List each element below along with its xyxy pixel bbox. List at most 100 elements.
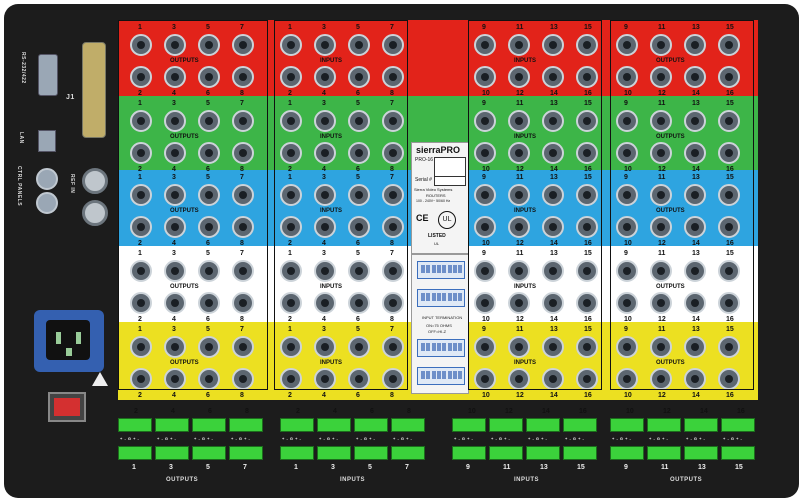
bnc-connector[interactable] xyxy=(164,260,186,282)
dip-switch-1[interactable] xyxy=(417,261,465,279)
terminal-block[interactable] xyxy=(721,418,755,432)
bnc-connector[interactable] xyxy=(348,336,370,358)
dip-switch-lever[interactable] xyxy=(431,371,436,379)
bnc-connector[interactable] xyxy=(232,260,254,282)
bnc-connector[interactable] xyxy=(348,260,370,282)
bnc-connector[interactable] xyxy=(348,184,370,206)
bnc-connector[interactable] xyxy=(616,260,638,282)
dip-switch-lever[interactable] xyxy=(458,371,463,379)
bnc-connector[interactable] xyxy=(348,142,370,164)
dip-switch-lever[interactable] xyxy=(426,293,431,301)
bnc-connector[interactable] xyxy=(130,66,152,88)
bnc-connector[interactable] xyxy=(684,336,706,358)
bnc-connector[interactable] xyxy=(232,216,254,238)
bnc-connector[interactable] xyxy=(130,142,152,164)
terminal-block[interactable] xyxy=(155,446,189,460)
bnc-connector[interactable] xyxy=(382,184,404,206)
bnc-connector[interactable] xyxy=(474,216,496,238)
bnc-connector[interactable] xyxy=(130,292,152,314)
terminal-block[interactable] xyxy=(354,446,388,460)
bnc-connector[interactable] xyxy=(280,110,302,132)
terminal-block[interactable] xyxy=(280,418,314,432)
dip-switch-lever[interactable] xyxy=(436,265,441,273)
bnc-connector[interactable] xyxy=(232,34,254,56)
bnc-connector[interactable] xyxy=(382,142,404,164)
bnc-connector[interactable] xyxy=(542,184,564,206)
bnc-connector[interactable] xyxy=(232,110,254,132)
bnc-connector[interactable] xyxy=(382,216,404,238)
dip-switch-3[interactable] xyxy=(417,339,465,357)
bnc-connector[interactable] xyxy=(130,260,152,282)
bnc-connector[interactable] xyxy=(684,292,706,314)
rs232-port[interactable] xyxy=(38,54,58,96)
bnc-connector[interactable] xyxy=(280,184,302,206)
terminal-block[interactable] xyxy=(155,418,189,432)
bnc-connector[interactable] xyxy=(616,292,638,314)
bnc-connector[interactable] xyxy=(508,292,530,314)
bnc-connector[interactable] xyxy=(348,34,370,56)
dip-switch-lever[interactable] xyxy=(447,265,452,273)
terminal-block[interactable] xyxy=(452,418,486,432)
dip-switch-lever[interactable] xyxy=(436,293,441,301)
bnc-connector[interactable] xyxy=(164,216,186,238)
bnc-connector[interactable] xyxy=(650,184,672,206)
bnc-connector[interactable] xyxy=(508,260,530,282)
bnc-connector[interactable] xyxy=(198,184,220,206)
terminal-block[interactable] xyxy=(280,446,314,460)
bnc-connector[interactable] xyxy=(130,336,152,358)
dip-switch-lever[interactable] xyxy=(426,343,431,351)
dip-switch-2[interactable] xyxy=(417,289,465,307)
bnc-connector[interactable] xyxy=(314,260,336,282)
bnc-connector[interactable] xyxy=(576,110,598,132)
bnc-connector[interactable] xyxy=(684,260,706,282)
bnc-connector[interactable] xyxy=(164,142,186,164)
bnc-connector[interactable] xyxy=(650,260,672,282)
dip-switch-lever[interactable] xyxy=(421,265,425,273)
bnc-connector[interactable] xyxy=(616,66,638,88)
bnc-connector[interactable] xyxy=(164,110,186,132)
bnc-connector[interactable] xyxy=(718,110,740,132)
terminal-block[interactable] xyxy=(452,446,486,460)
dip-switch-lever[interactable] xyxy=(436,371,441,379)
bnc-connector[interactable] xyxy=(382,292,404,314)
bnc-connector[interactable] xyxy=(382,110,404,132)
bnc-connector[interactable] xyxy=(542,292,564,314)
bnc-connector[interactable] xyxy=(650,216,672,238)
bnc-connector[interactable] xyxy=(130,34,152,56)
dip-switch-lever[interactable] xyxy=(447,371,452,379)
terminal-block[interactable] xyxy=(647,418,681,432)
bnc-connector[interactable] xyxy=(348,216,370,238)
bnc-connector[interactable] xyxy=(508,66,530,88)
bnc-connector[interactable] xyxy=(280,336,302,358)
bnc-connector[interactable] xyxy=(684,184,706,206)
bnc-connector[interactable] xyxy=(382,260,404,282)
bnc-connector[interactable] xyxy=(314,292,336,314)
bnc-connector[interactable] xyxy=(474,260,496,282)
bnc-connector[interactable] xyxy=(650,292,672,314)
bnc-connector[interactable] xyxy=(474,34,496,56)
terminal-block[interactable] xyxy=(118,446,152,460)
dip-switch-lever[interactable] xyxy=(442,293,447,301)
terminal-block[interactable] xyxy=(192,446,226,460)
terminal-block[interactable] xyxy=(721,446,755,460)
dip-switch-lever[interactable] xyxy=(447,343,452,351)
terminal-block[interactable] xyxy=(391,418,425,432)
bnc-connector[interactable] xyxy=(718,292,740,314)
bnc-connector[interactable] xyxy=(280,216,302,238)
bnc-connector[interactable] xyxy=(616,110,638,132)
power-switch[interactable] xyxy=(48,392,86,422)
dip-switch-lever[interactable] xyxy=(431,293,436,301)
bnc-connector[interactable] xyxy=(650,66,672,88)
bnc-connector[interactable] xyxy=(314,216,336,238)
dip-switch-lever[interactable] xyxy=(458,293,463,301)
bnc-connector[interactable] xyxy=(474,142,496,164)
bnc-connector[interactable] xyxy=(198,260,220,282)
terminal-block[interactable] xyxy=(229,446,263,460)
dip-switch-4[interactable] xyxy=(417,367,465,385)
bnc-connector[interactable] xyxy=(718,184,740,206)
bnc-connector[interactable] xyxy=(718,66,740,88)
bnc-connector[interactable] xyxy=(616,34,638,56)
bnc-connector[interactable] xyxy=(130,216,152,238)
bnc-connector[interactable] xyxy=(280,66,302,88)
bnc-connector[interactable] xyxy=(314,66,336,88)
